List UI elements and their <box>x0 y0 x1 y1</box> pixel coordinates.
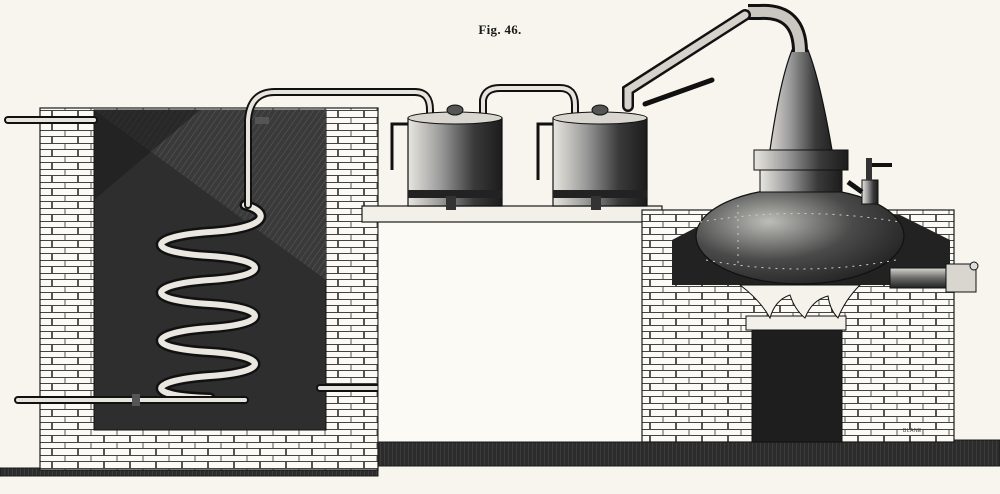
receiver-vessel-left <box>390 104 503 210</box>
still-head <box>748 3 849 193</box>
still-pot <box>695 187 979 293</box>
condenser-coil <box>155 199 267 404</box>
valve <box>846 158 892 205</box>
figure-title: Fig. 46. <box>478 22 522 37</box>
lyne-arm <box>622 9 751 112</box>
central-platform <box>361 205 663 443</box>
receiver-vessel-right <box>536 104 648 210</box>
engraver-signature: BLANE <box>903 428 922 434</box>
fire <box>738 284 862 320</box>
worm-tub <box>39 107 379 471</box>
